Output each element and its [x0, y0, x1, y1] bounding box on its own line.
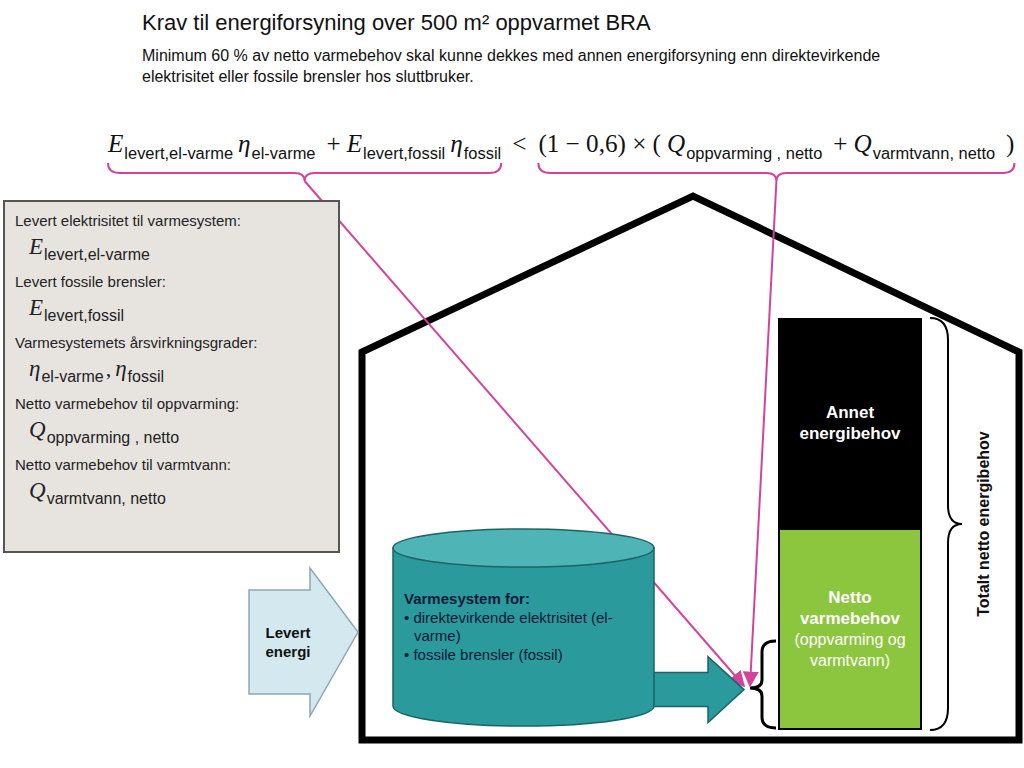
formula-subscript: levert,el-varme [124, 144, 233, 162]
symbol: Q [29, 417, 46, 442]
separator: Levert fossile brensler: [15, 273, 166, 290]
formula-symbol: Q [667, 130, 685, 157]
bar-heading: Netto varmebehov [786, 587, 914, 629]
arrow-shape [249, 568, 358, 716]
formula-subscript: levert,fossil [363, 144, 445, 162]
leader-line [305, 181, 744, 686]
cylinder-top [393, 529, 654, 567]
bar-subtext: (oppvarming og varmtvann) [786, 629, 914, 671]
description-line: Levert fossile brensler: [15, 272, 328, 292]
legend-box: Levert elektrisitet til varmesystem: Elev… [3, 200, 340, 553]
symbol: E [29, 295, 43, 320]
heating-system-cylinder: Varmesystem for:• direktevirkende elektr… [392, 528, 655, 728]
symbol-line: Elevert,el-varme [29, 234, 328, 264]
heat-bracket [750, 641, 776, 728]
formula-operator: + [833, 130, 847, 157]
formula-symbol: E [347, 130, 362, 157]
formula-operator: + [326, 130, 340, 157]
flow-arrow [653, 657, 744, 723]
separator: Levert elektrisitet til varmesystem: [15, 212, 241, 229]
description-line: Netto varmebehov til oppvarming: [15, 394, 328, 414]
formula-symbol: E [108, 130, 123, 157]
symbol-subscript: levert,fossil [44, 307, 124, 324]
node-shape [248, 566, 360, 718]
symbol-subscript: levert,el-varme [44, 246, 150, 263]
formula-subscript: fossil [464, 144, 501, 162]
separator: , [106, 356, 112, 381]
vertical-label: Totalt netto energibehov [975, 431, 993, 616]
symbol-subscript: el-varme [41, 368, 103, 385]
total-brace [930, 318, 962, 730]
cylinder-heading: Varmesystem for: [404, 590, 626, 608]
description-line: Varmesystemets årsvirkningsgrader: [15, 333, 328, 353]
description-line: Netto varmebehov til varmtvann: [15, 455, 328, 475]
formula: Elevert,el-varmeηel-varme+Elevert,fossil… [108, 128, 1020, 159]
separator: Varmesystemets årsvirkningsgrader: [15, 334, 257, 351]
symbol: η [115, 356, 126, 381]
subtitle: Minimum 60 % av netto varmebehov skal ku… [142, 45, 902, 87]
formula-symbol: η [238, 130, 250, 157]
formula-operator: ) [1006, 130, 1014, 157]
symbol-line: Qoppvarming , netto [29, 417, 328, 447]
symbol-line: Elevert,fossil [29, 295, 328, 325]
heat-demand-bar: Netto varmebehov(oppvarming og varmtvann… [778, 528, 922, 730]
symbol: Q [29, 478, 46, 503]
separator: Netto varmebehov til varmtvann: [15, 456, 231, 473]
symbol-subscript: oppvarming , netto [47, 429, 180, 446]
separator: Netto varmebehov til oppvarming: [15, 395, 239, 412]
symbol: E [29, 234, 43, 259]
leader-line [750, 181, 776, 686]
symbol-subscript: varmtvann, netto [47, 490, 166, 507]
formula-operator: (1 − 0,6) × ( [538, 130, 661, 157]
bullet-item: • direktevirkende elektrisitet (el-varme… [404, 609, 626, 645]
symbol-subscript: fossil [128, 368, 164, 385]
symbol: η [29, 356, 40, 381]
formula-subscript: el-varme [252, 144, 316, 162]
formula-subscript: oppvarming , netto [686, 144, 822, 162]
cylinder-body [393, 548, 654, 726]
bar-heading: Annet energibehov [786, 402, 914, 444]
symbol-line: ηel-varme,ηfossil [29, 356, 328, 386]
formula-symbol: η [450, 130, 462, 157]
input-arrow: Levert energi [248, 566, 360, 718]
formula-brace [538, 163, 1014, 181]
arrow-label: Levert energi [252, 623, 324, 661]
title: Krav til energiforsyning over 500 m² opp… [142, 10, 651, 36]
description-line: Levert elektrisitet til varmesystem: [15, 211, 328, 231]
formula-operator: < [512, 130, 526, 157]
house-outline [362, 196, 1019, 740]
cylinder-text: Varmesystem for:• direktevirkende elektr… [404, 590, 626, 665]
formula-brace [108, 163, 501, 181]
symbol-line: Qvarmtvann, netto [29, 478, 328, 508]
formula-subscript: varmtvann, netto [873, 144, 995, 162]
bullet-item: • fossile brensler (fossil) [404, 646, 626, 664]
formula-symbol: Q [854, 130, 872, 157]
other-energy-bar: Annet energibehov [778, 318, 922, 528]
